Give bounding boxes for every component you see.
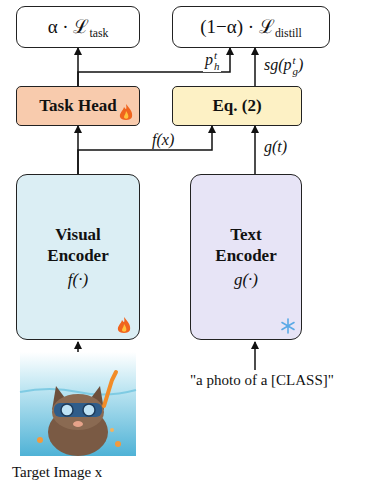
frozen-snowflake: [282, 319, 294, 333]
node-label: g(·): [234, 270, 258, 290]
equation-box: Eq. (2): [172, 86, 302, 126]
image-caption: Target Image x: [10, 464, 104, 481]
connector-arrow: [254, 48, 256, 86]
trainable-flame: [118, 317, 130, 333]
input-arrow: [254, 342, 256, 370]
label-text: h: [214, 61, 219, 72]
label-text: Target Image x: [12, 464, 102, 480]
label-text: p: [205, 51, 213, 68]
node-label: f(·): [68, 270, 88, 290]
label-text: "a photo of a [CLASS]": [190, 372, 334, 388]
loss-subscript: distill: [275, 27, 302, 40]
node-label: Eq. (2): [212, 96, 261, 116]
loss-box: (1−α) · ℒdistill: [172, 6, 330, 48]
prediction-label: pth: [203, 50, 221, 72]
connector-arrow: [78, 48, 230, 86]
node-label: Visual Encoder: [31, 224, 125, 267]
trainable-flame: [120, 104, 132, 120]
connector-arrow: [78, 126, 212, 174]
input-arrow: [77, 342, 79, 352]
task-head-box: Task Head: [16, 86, 140, 126]
node-label: α · ℒ: [48, 16, 90, 37]
edge-label: f(x): [150, 131, 176, 149]
prompt-text: "a photo of a [CLASS]": [188, 372, 336, 389]
label-text: ): [298, 56, 303, 73]
loss-subscript: task: [89, 27, 108, 40]
label-text: g: [293, 66, 298, 77]
node-label: Text Encoder: [205, 224, 287, 267]
edge-label: g(t): [262, 138, 289, 156]
node-label: Task Head: [39, 96, 116, 116]
encoder-box: Visual Encoder f(·): [16, 174, 140, 340]
encoder-box: Text Encoder g(·): [190, 174, 302, 340]
connector-arrow: [254, 126, 256, 174]
loss-box: α · ℒtask: [16, 6, 140, 48]
label-text: t: [293, 55, 298, 66]
prediction-label: sg(ptg): [262, 55, 305, 77]
label-text: t: [214, 50, 219, 61]
target-image: [20, 352, 136, 456]
node-label: (1−α) · ℒ: [200, 16, 275, 37]
label-text: sg(p: [264, 56, 292, 73]
